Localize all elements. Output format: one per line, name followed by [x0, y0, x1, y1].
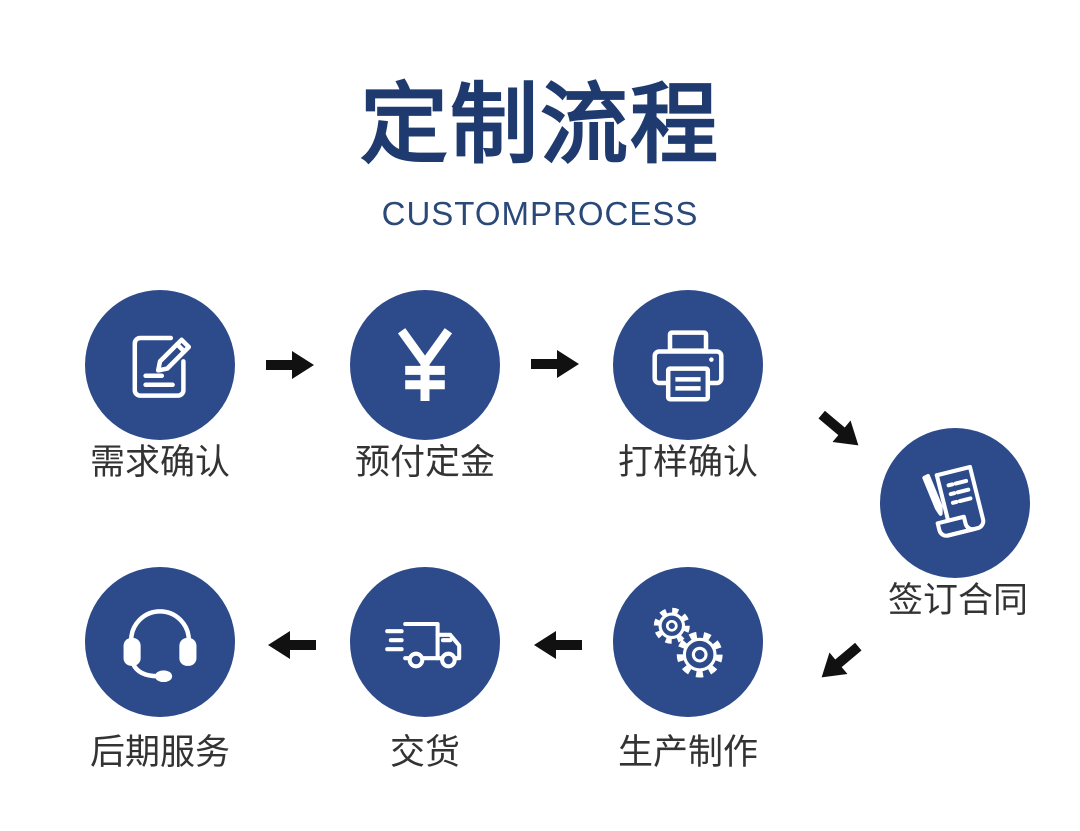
- step-4-circle: [880, 428, 1030, 578]
- step-3-label: 打样确认: [617, 443, 758, 483]
- step-1-circle: [85, 290, 235, 440]
- yen-icon: [397, 328, 453, 401]
- arrow-left-icon: [268, 630, 316, 660]
- arrow-down-left-icon: [812, 635, 868, 689]
- arrow-right-icon: [266, 350, 314, 380]
- step-1-label: 需求确认: [89, 443, 230, 483]
- page-subtitle: CUSTOMPROCESS: [381, 195, 699, 232]
- step-2-label: 预付定金: [354, 443, 495, 483]
- arrow-right-icon: [531, 349, 579, 379]
- step-6-label: 交货: [389, 733, 460, 773]
- step-2-circle: [350, 290, 500, 440]
- arrow-down-right-icon: [812, 403, 868, 457]
- step-6-circle: [350, 567, 500, 717]
- arrow-left-icon: [534, 630, 582, 660]
- contract-icon: [922, 464, 986, 538]
- step-5-circle: [613, 567, 763, 717]
- headset-icon: [123, 609, 197, 683]
- edit-note-icon: [132, 335, 192, 398]
- gears-icon: [653, 607, 723, 678]
- page-title: 定制流程: [359, 73, 720, 176]
- step-5-label: 生产制作: [617, 733, 758, 773]
- step-4-label: 签订合同: [887, 581, 1028, 621]
- step-7-label: 后期服务: [89, 733, 230, 773]
- printer-icon: [652, 330, 724, 402]
- step-7-circle: [85, 567, 235, 717]
- delivery-truck-icon: [385, 621, 462, 669]
- step-3-circle: [613, 290, 763, 440]
